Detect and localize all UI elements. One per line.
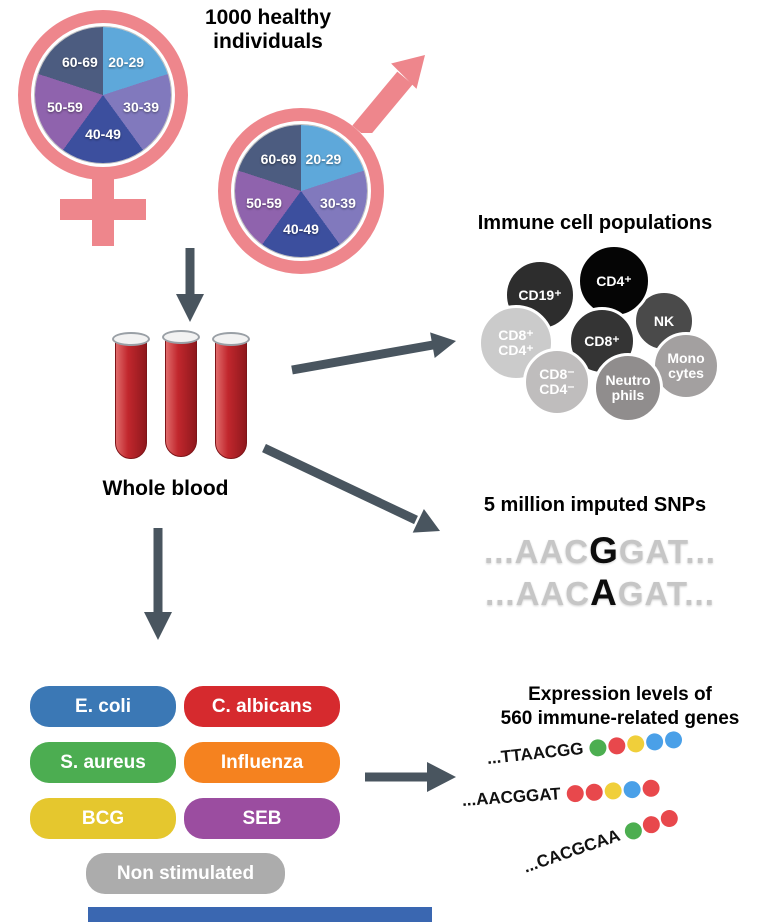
- immune-cells-title: Immune cell populations: [477, 212, 713, 234]
- cell-label: CD8⁻ CD4⁻: [539, 366, 575, 397]
- cell-label: NK: [653, 312, 675, 329]
- pill-label: S. aureus: [60, 751, 146, 773]
- tube-body: [215, 339, 247, 459]
- gene-bead: [658, 807, 681, 829]
- arrow-blood-to-cells-icon: [291, 332, 456, 375]
- pill-label: Influenza: [220, 751, 304, 773]
- tube-cap: [162, 330, 200, 344]
- blood-tube-icon: [112, 332, 150, 462]
- pill-label: BCG: [81, 807, 125, 829]
- stimulation-calbicans: C. albicans: [184, 686, 340, 727]
- pill-label: E. coli: [75, 695, 131, 717]
- age-label-30-39: 30-39: [123, 99, 159, 116]
- gene-bead: [588, 738, 608, 757]
- blood-tube-icon: [162, 330, 200, 460]
- snp-variant-allele: A: [590, 572, 618, 613]
- pill-label: C. albicans: [211, 695, 313, 717]
- arrow-stimulations-to-expression-icon: [365, 762, 456, 792]
- gene-expression-row: ...CACGCAA: [521, 806, 681, 878]
- gene-sequence: ...TTAACGG: [485, 738, 585, 768]
- age-label-50-59: 50-59: [246, 194, 282, 211]
- age-label-50-59: 50-59: [47, 99, 83, 116]
- age-label-40-49: 40-49: [283, 221, 319, 238]
- pill-label: Non stimulated: [116, 862, 255, 884]
- age-label-40-49: 40-49: [85, 126, 121, 143]
- gene-bead: [584, 782, 604, 801]
- cell-cd8neg-cd4neg: CD8⁻ CD4⁻: [523, 348, 591, 416]
- female-ring: 20-29 30-39 40-49 50-59 60-69: [18, 10, 188, 180]
- gene-bead: [641, 778, 660, 797]
- gene-bead: [566, 784, 585, 803]
- cell-cd4: CD4⁺: [577, 244, 651, 318]
- cell-neutrophils: Neutro phils: [593, 353, 663, 423]
- age-label-60-69: 60-69: [260, 151, 297, 168]
- cell-monocytes: Mono cytes: [652, 332, 720, 400]
- arrow-individuals-to-blood-icon: [176, 248, 204, 322]
- blood-tube-icon: [212, 332, 250, 462]
- age-label-60-69: 60-69: [61, 54, 98, 71]
- pill-label: SEB: [242, 807, 282, 829]
- gene-sequence: ...CACGCAA: [520, 825, 623, 877]
- gene-sequence: ...AACGGAT: [461, 784, 562, 810]
- stimulation-bcg: BCG: [30, 798, 176, 839]
- snp-variant-allele: G: [589, 530, 619, 571]
- whole-blood-label: Whole blood: [102, 477, 229, 500]
- gene-bead: [607, 736, 627, 755]
- seq-prefix: ...AAC: [484, 533, 590, 570]
- seq-suffix: GAT...: [618, 533, 716, 570]
- female-symbol-crossbar: [60, 199, 146, 220]
- age-label-20-29: 20-29: [305, 151, 342, 168]
- gene-expression-row: ...AACGGAT: [461, 777, 660, 811]
- arrow-blood-to-stimulations-icon: [144, 528, 172, 640]
- tube-body: [165, 337, 197, 457]
- gene-bead: [626, 734, 645, 753]
- gene-expression-row: ...TTAACGG: [486, 729, 683, 769]
- arrow-blood-to-snps-icon: [262, 444, 440, 533]
- tube-cap: [112, 332, 150, 346]
- cell-nk: NK: [633, 290, 695, 352]
- tube-cap: [212, 332, 250, 346]
- seq-suffix: GAT...: [617, 575, 715, 612]
- cell-label: CD4⁺: [596, 272, 632, 289]
- cell-label: CD8⁺: [584, 332, 620, 349]
- gene-bead: [603, 781, 623, 800]
- male-ring: 20-29 30-39 40-49 50-59 60-69: [218, 108, 384, 274]
- footer-bar: [88, 907, 432, 922]
- gene-beads: [566, 778, 660, 803]
- cell-label: CD8⁺ CD4⁺: [498, 327, 534, 358]
- male-symbol-arrow: [352, 55, 425, 133]
- stimulation-influenza: Influenza: [184, 742, 340, 783]
- age-label-20-29: 20-29: [108, 54, 145, 71]
- gene-bead: [622, 819, 645, 842]
- stimulation-ecoli: E. coli: [30, 686, 176, 727]
- gene-bead: [645, 732, 664, 751]
- gene-bead: [622, 780, 642, 799]
- snp-sequence-1: ...AACGGAT...: [455, 530, 745, 572]
- stimulation-saureus: S. aureus: [30, 742, 176, 783]
- female-age-pie-chart: 20-29 30-39 40-49 50-59 60-69: [35, 27, 171, 163]
- gene-beads: [588, 730, 683, 757]
- stimulation-seb: SEB: [184, 798, 340, 839]
- cell-label: CD19⁺: [518, 286, 562, 303]
- snp-sequence-2: ...AACAGAT...: [455, 572, 745, 614]
- age-label-30-39: 30-39: [320, 194, 356, 211]
- seq-prefix: ...AAC: [485, 575, 591, 612]
- figure-title: 1000 healthy individuals: [204, 6, 332, 54]
- tube-body: [115, 339, 147, 459]
- gene-bead: [640, 813, 663, 835]
- stimulation-non-stimulated: Non stimulated: [86, 853, 285, 894]
- snps-title: 5 million imputed SNPs: [483, 494, 707, 516]
- cell-label: Mono cytes: [667, 350, 705, 381]
- male-age-pie-chart: 20-29 30-39 40-49 50-59 60-69: [235, 125, 367, 257]
- cell-label: Neutro phils: [605, 372, 651, 403]
- gene-beads: [622, 807, 681, 842]
- expression-title: Expression levels of 560 immune-related …: [500, 684, 740, 729]
- gene-bead: [664, 730, 683, 749]
